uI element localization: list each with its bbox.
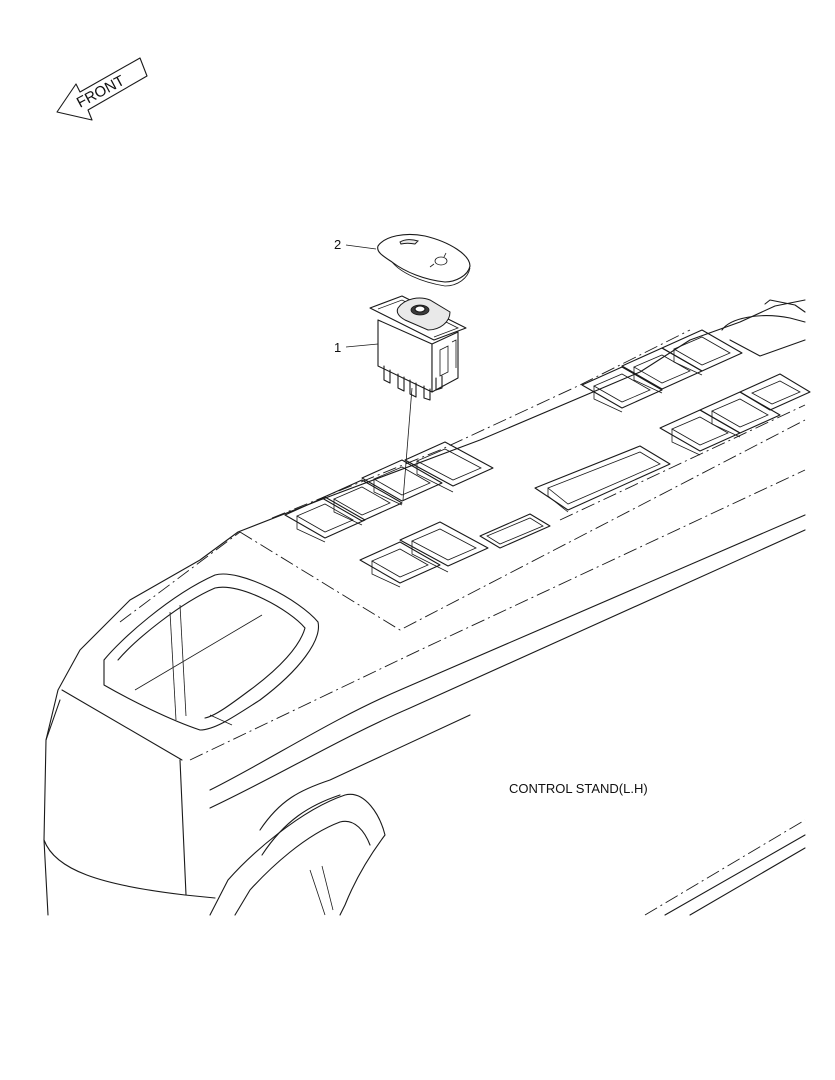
callout-1: 1 [334,340,379,355]
callout-2: 2 [334,237,377,252]
cap-symbol-icon [429,252,448,268]
front-arrow-icon: FRONT [56,57,148,121]
assembly-leader-line [402,387,413,501]
callout-number: 2 [334,237,341,252]
diagram-caption: CONTROL STAND(L.H) [509,781,648,796]
rocker-switch [369,295,467,401]
switch-openings-right [581,329,811,456]
callout-number: 1 [334,340,341,355]
switch-openings-left [284,441,671,588]
switch-cap [377,233,471,287]
control-stand-body [43,299,806,916]
